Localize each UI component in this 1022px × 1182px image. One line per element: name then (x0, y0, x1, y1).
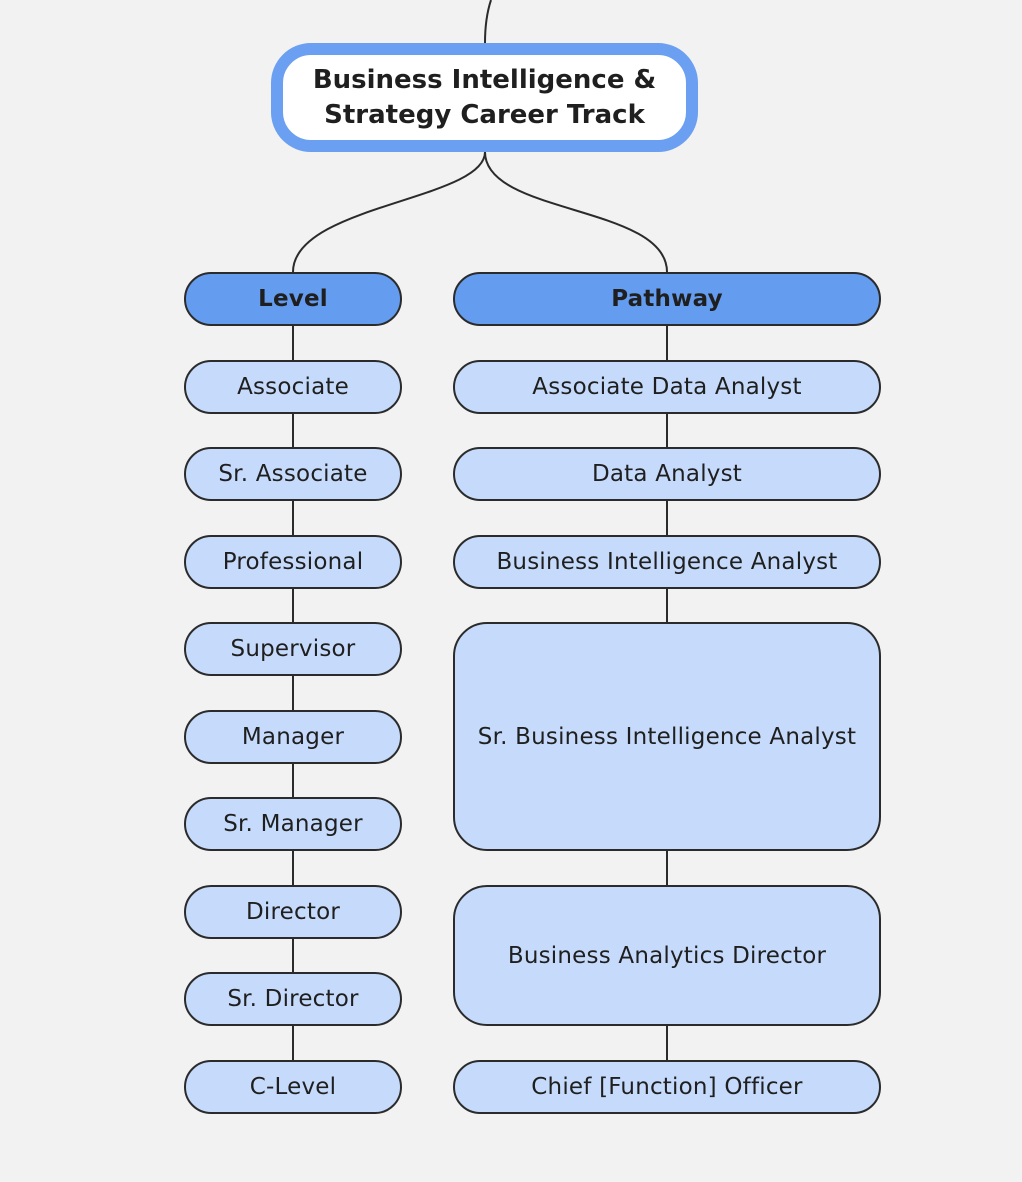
level-item-associate: Associate (184, 360, 402, 414)
pathway-item-bi-analyst: Business Intelligence Analyst (453, 535, 881, 589)
pathway-item-business-analytics-director: Business Analytics Director (453, 885, 881, 1026)
level-item-c-level: C-Level (184, 1060, 402, 1114)
level-item-supervisor: Supervisor (184, 622, 402, 676)
pathway-item-data-analyst: Data Analyst (453, 447, 881, 501)
pathway-header: Pathway (453, 272, 881, 326)
level-header: Level (184, 272, 402, 326)
career-track-title: Business Intelligence & Strategy Career … (271, 43, 698, 152)
root-to-level-connector (292, 151, 486, 273)
title-line-2: Strategy Career Track (324, 99, 645, 130)
level-item-manager: Manager (184, 710, 402, 764)
root-to-pathway-connector (484, 151, 668, 273)
level-item-sr-manager: Sr. Manager (184, 797, 402, 851)
level-item-sr-director: Sr. Director (184, 972, 402, 1026)
pathway-item-sr-bi-analyst: Sr. Business Intelligence Analyst (453, 622, 881, 851)
pathway-item-associate-data-analyst: Associate Data Analyst (453, 360, 881, 414)
level-item-professional: Professional (184, 535, 402, 589)
level-item-director: Director (184, 885, 402, 939)
top-incoming-connector (484, 0, 492, 44)
level-item-sr-associate: Sr. Associate (184, 447, 402, 501)
title-line-1: Business Intelligence & (312, 64, 657, 95)
pathway-item-chief-function-officer: Chief [Function] Officer (453, 1060, 881, 1114)
